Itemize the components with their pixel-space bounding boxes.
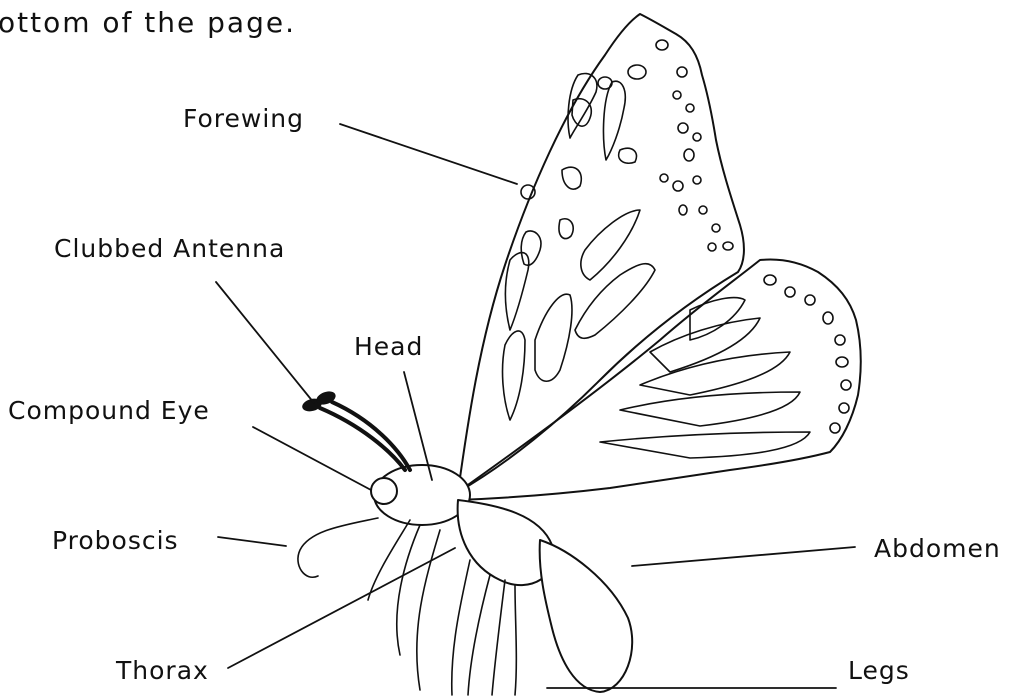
forewing-leader [340, 124, 517, 184]
compound-eye-leader [253, 427, 371, 490]
proboscis-shape [298, 518, 378, 577]
label-compound-eye: Compound Eye [8, 398, 210, 423]
label-abdomen: Abdomen [874, 536, 1001, 561]
forewing-shape [458, 14, 744, 492]
abdomen-leader [632, 547, 855, 566]
label-clubbed-antenna: Clubbed Antenna [54, 236, 285, 261]
compound-eye-shape [371, 478, 397, 504]
proboscis-leader [218, 537, 286, 546]
abdomen-shape [540, 540, 633, 692]
label-thorax: Thorax [116, 658, 209, 683]
antennae [301, 389, 410, 470]
label-legs: Legs [848, 658, 910, 683]
label-forewing: Forewing [183, 106, 304, 131]
antenna-leader [216, 282, 314, 403]
label-head: Head [354, 334, 423, 359]
label-proboscis: Proboscis [52, 528, 179, 553]
hindwing-shape [458, 260, 861, 501]
hindwing-markings [600, 275, 851, 458]
